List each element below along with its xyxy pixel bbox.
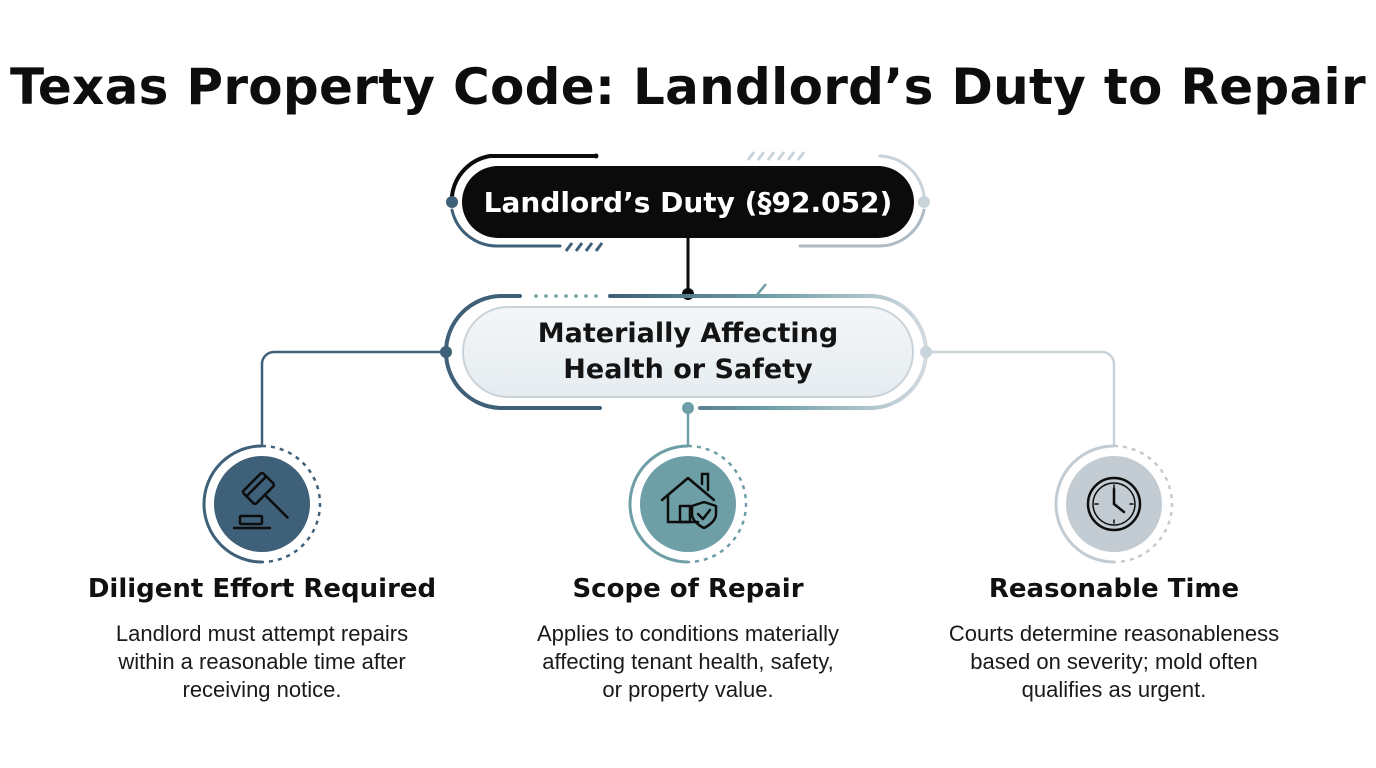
branch-left: Diligent Effort Required Landlord must a… bbox=[52, 574, 472, 704]
middle-node-line1: Materially Affecting bbox=[537, 318, 839, 349]
branch-connector-left bbox=[260, 350, 446, 446]
middle-node-line2: Health or Safety bbox=[563, 354, 813, 385]
clock-icon bbox=[1086, 476, 1142, 532]
house-shield-icon bbox=[660, 472, 718, 530]
root-node-ring bbox=[446, 151, 930, 252]
description-line: within a reasonable time after bbox=[118, 649, 406, 674]
description-line: Applies to conditions materially bbox=[536, 621, 840, 646]
branch-circle-center bbox=[628, 444, 748, 564]
root-node-label: Landlord’s Duty (§92.052) bbox=[483, 185, 893, 219]
branch-center: Scope of Repair Applies to conditions ma… bbox=[478, 574, 898, 704]
description-line: based on severity; mold often bbox=[970, 649, 1258, 674]
gavel-icon bbox=[232, 471, 289, 530]
branch-description: Landlord must attempt repairs within a r… bbox=[52, 620, 472, 704]
branch-title: Reasonable Time bbox=[988, 574, 1240, 604]
description-line: qualifies as urgent. bbox=[1021, 677, 1207, 702]
description-line: Landlord must attempt repairs bbox=[115, 621, 409, 646]
branch-connector-right bbox=[926, 350, 1116, 446]
branch-description: Courts determine reasonableness based on… bbox=[904, 620, 1324, 704]
branch-right: Reasonable Time Courts determine reasona… bbox=[904, 574, 1324, 704]
description-line: or property value. bbox=[602, 677, 774, 702]
root-node: Landlord’s Duty (§92.052) bbox=[462, 166, 914, 238]
branch-title: Diligent Effort Required bbox=[87, 574, 437, 604]
branch-description: Applies to conditions materially affecti… bbox=[478, 620, 898, 704]
branch-title: Scope of Repair bbox=[572, 574, 804, 604]
branch-circle-left bbox=[202, 444, 322, 564]
middle-node: Materially Affecting Health or Safety bbox=[462, 306, 914, 398]
description-line: receiving notice. bbox=[182, 677, 342, 702]
description-line: Courts determine reasonableness bbox=[948, 621, 1280, 646]
description-line: affecting tenant health, safety, bbox=[542, 649, 834, 674]
page-title: Texas Property Code: Landlord’s Duty to … bbox=[10, 58, 1366, 116]
